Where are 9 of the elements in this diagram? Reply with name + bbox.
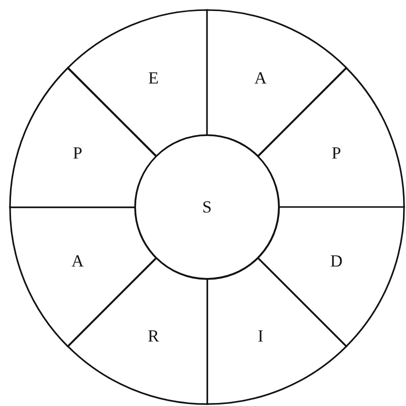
sector-letter: E <box>148 69 159 86</box>
sector-letter: D <box>330 252 342 270</box>
center-letter: S <box>202 198 212 216</box>
sector-letter: I <box>258 328 264 345</box>
sector-letter: A <box>254 69 267 86</box>
sector-letter: A <box>72 252 84 270</box>
sector-letter: P <box>72 144 82 162</box>
sector-letter: R <box>148 328 160 345</box>
sector-letter: P <box>332 144 342 162</box>
